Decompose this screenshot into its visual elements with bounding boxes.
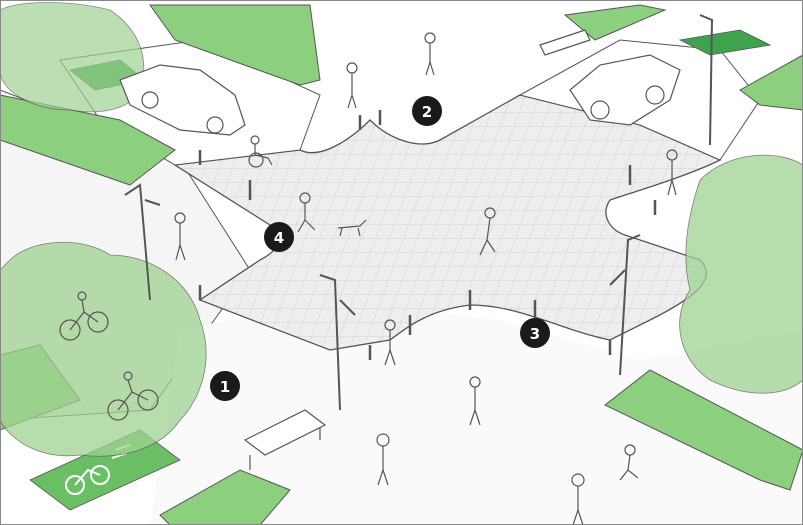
bike-lane-symbol-icon (65, 444, 131, 495)
marker-2: 2 (412, 96, 442, 126)
planting-bed-left (0, 94, 176, 186)
cyclist-icon (59, 291, 109, 341)
sidewalk-bottom (150, 300, 803, 525)
marker-3: 3 (520, 318, 550, 348)
pedestrian-icon (376, 433, 390, 486)
pedestrian-icon (346, 62, 358, 109)
pedestrian-icon (571, 473, 585, 525)
bench-icon (539, 29, 591, 56)
cyclist-icon (107, 371, 159, 421)
planting-bed-top-left (149, 4, 321, 86)
marker-4: 4 (264, 222, 294, 252)
pedestrian-icon (666, 149, 678, 196)
pedestrian-icon (384, 319, 396, 366)
pedestrian-icon (297, 192, 316, 233)
pedestrian-icon (479, 207, 496, 256)
planting-bed-right (739, 54, 803, 111)
marker-4-label: 4 (274, 229, 284, 247)
wheelchair-user-icon (248, 135, 273, 168)
street-lamp-icon (699, 14, 714, 146)
street-lamp-icon (319, 274, 356, 411)
street-lamp-icon (124, 183, 161, 301)
planting-bed-bottom (159, 469, 291, 525)
marker-1-label: 1 (220, 378, 230, 396)
bench-icon (243, 409, 327, 470)
pedestrian-icon (619, 444, 639, 481)
car-icon (119, 64, 246, 136)
marker-1: 1 (210, 371, 240, 401)
pedestrian-icon (424, 32, 436, 76)
planting-bed-bottom-right (604, 369, 803, 491)
car-icon (569, 54, 681, 126)
pedestrian-icon (469, 376, 481, 426)
tree-icon (0, 241, 207, 457)
pedestrian-icon (174, 212, 186, 261)
marker-2-label: 2 (422, 103, 432, 121)
tree-icon (679, 154, 803, 394)
bike-lane-right (678, 29, 772, 56)
street-lamp-icon (609, 234, 641, 376)
marker-3-label: 3 (530, 325, 540, 343)
bollard-icon (198, 110, 657, 360)
dog-icon (337, 219, 367, 237)
